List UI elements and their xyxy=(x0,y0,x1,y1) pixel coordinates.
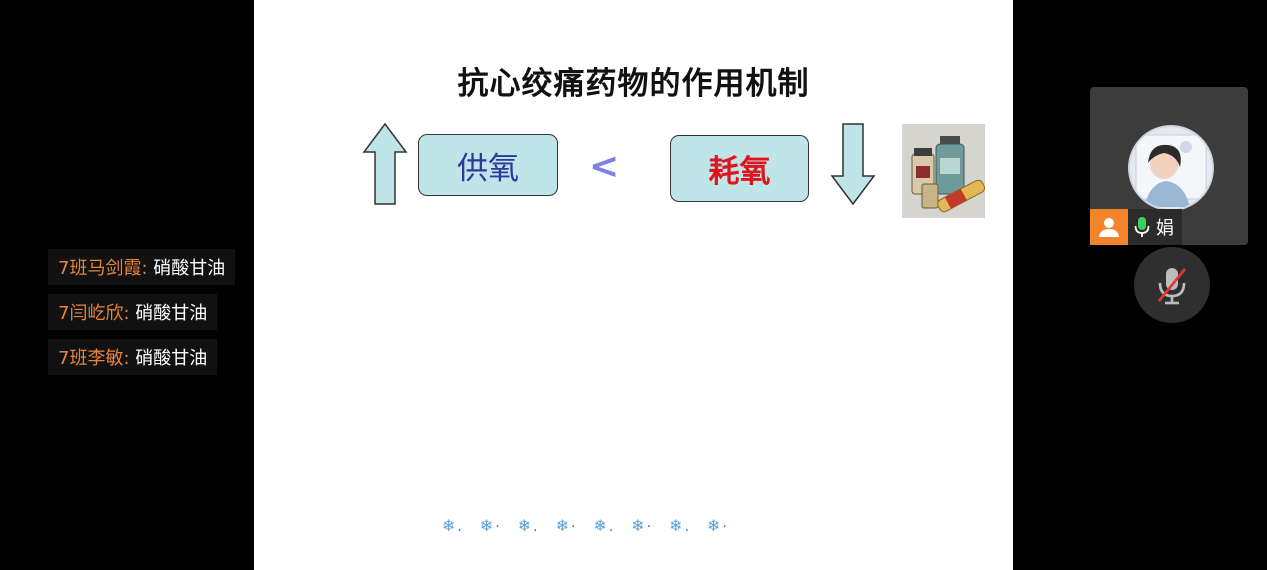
snowflake-icon: ❄· xyxy=(707,515,727,535)
snowflake-icon: ❄. xyxy=(442,515,462,535)
chat-text: 硝酸甘油 xyxy=(147,258,226,279)
chat-message: 7班李敏: 硝酸甘油 xyxy=(48,339,218,375)
chat-sender: 7闫屹欣: xyxy=(58,303,130,324)
snowflake-icon: ❄. xyxy=(669,515,690,535)
presentation-slide: 抗心绞痛药物的作用机制 供氧 < 耗氧 ❄. ❄· ❄. ❄· ❄. ❄· ❄.… xyxy=(254,0,1013,570)
snowflake-icon: ❄. xyxy=(517,515,538,535)
chat-text: 硝酸甘油 xyxy=(129,303,208,324)
snowflake-icon: ❄. xyxy=(593,515,614,535)
mute-microphone-button[interactable] xyxy=(1134,247,1210,323)
oxygen-demand-label: 耗氧 xyxy=(708,154,771,190)
snowflake-icon: ❄· xyxy=(555,515,576,535)
oxygen-supply-box: 供氧 xyxy=(418,134,558,196)
chat-message: 7班马剑霞: 硝酸甘油 xyxy=(48,249,236,285)
chat-text: 硝酸甘油 xyxy=(129,348,208,369)
less-than-symbol: < xyxy=(589,146,620,187)
chat-sender: 7班马剑霞: xyxy=(58,258,148,279)
chat-sender: 7班李敏: xyxy=(58,348,130,369)
medicine-bottles-image xyxy=(902,124,985,218)
avatar xyxy=(1128,125,1214,211)
snowflake-icon: ❄· xyxy=(479,515,500,535)
chat-message: 7闫屹欣: 硝酸甘油 xyxy=(48,294,218,330)
oxygen-supply-label: 供氧 xyxy=(457,150,519,187)
oxygen-demand-box: 耗氧 xyxy=(670,135,809,202)
participant-name: 娟 xyxy=(1156,218,1174,239)
participant-name-area: 娟 xyxy=(1128,209,1182,245)
microphone-muted-icon xyxy=(1157,268,1187,305)
slide-title: 抗心绞痛药物的作用机制 xyxy=(457,66,810,102)
snowflake-decoration-row: ❄. ❄· ❄. ❄· ❄. ❄· ❄. ❄· xyxy=(442,514,782,536)
snowflake-icon: ❄· xyxy=(631,515,652,535)
microphone-icon xyxy=(1134,217,1150,237)
person-icon xyxy=(1090,209,1128,245)
participant-video-tile[interactable]: 娟 xyxy=(1090,87,1248,245)
participant-info-bar: 娟 xyxy=(1090,209,1182,245)
arrow-down-icon xyxy=(830,123,876,206)
arrow-up-icon xyxy=(362,122,408,205)
